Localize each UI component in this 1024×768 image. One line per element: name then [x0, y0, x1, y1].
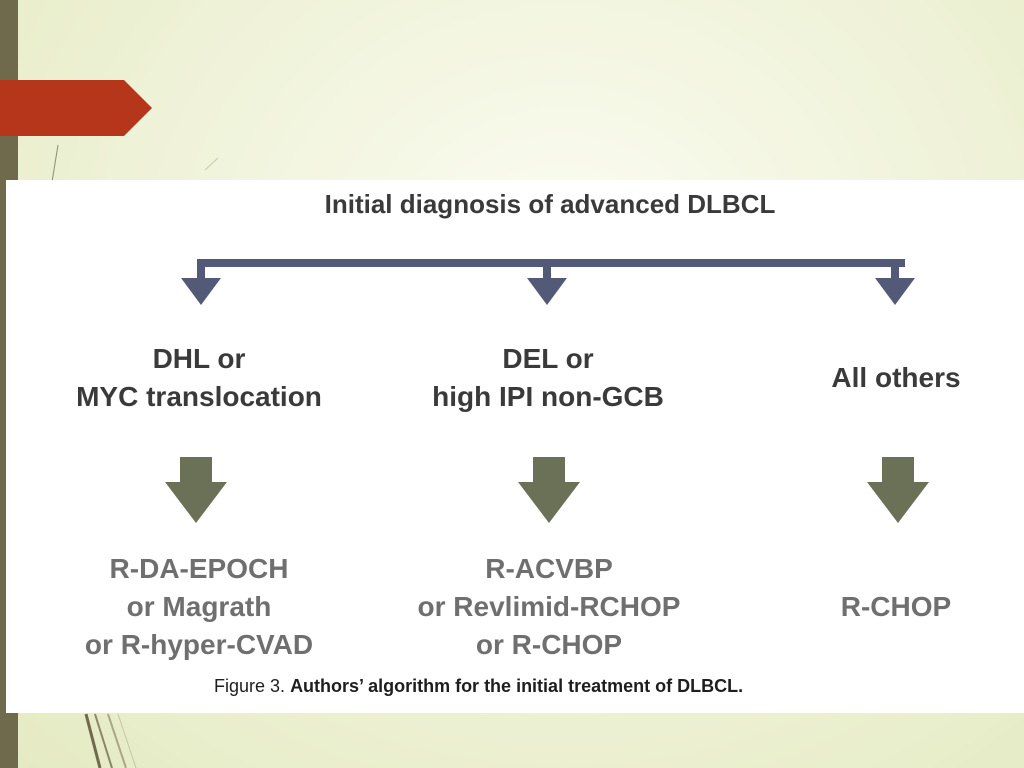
figure-caption: Figure 3. Authors’ algorithm for the ini…	[214, 676, 743, 697]
flowchart-graphics	[165, 259, 929, 523]
treatment-group-left: R-DA-EPOCH or Magrath or R-hyper-CVAD	[63, 550, 335, 664]
connector-stem-left	[197, 259, 205, 283]
category-del-ipi: DEL or high IPI non-GCB	[412, 340, 684, 416]
connector-arrowhead-middle	[527, 278, 567, 305]
treatment-line: or Revlimid-RCHOP	[417, 591, 681, 622]
slide-accent-tab	[0, 80, 152, 136]
treatment-line: R-CHOP	[840, 591, 952, 622]
category-dhl-myc: DHL or MYC translocation	[63, 340, 335, 416]
figure-panel: Initial diagnosis of advanced DLBCL DHL …	[6, 180, 1024, 713]
caption-text: Authors’ algorithm for the initial treat…	[290, 676, 744, 696]
treatment-group-middle: R-ACVBP or Revlimid-RCHOP or R-CHOP	[392, 550, 706, 664]
treatment-line: R-DA-EPOCH	[109, 553, 289, 584]
down-arrow-left	[165, 457, 227, 523]
treatment-line: R-ACVBP	[485, 553, 613, 584]
connector-arrowhead-left	[181, 278, 221, 305]
treatment-group-right: R-CHOP	[786, 588, 1006, 626]
category-line: All others	[831, 362, 961, 393]
caption-label: Figure 3.	[214, 676, 286, 696]
treatment-line: or R-CHOP	[475, 629, 623, 660]
category-line: DHL or	[152, 343, 246, 374]
down-arrow-middle	[518, 457, 580, 523]
figure-title: Initial diagnosis of advanced DLBCL	[324, 189, 776, 219]
treatment-line: or R-hyper-CVAD	[84, 629, 314, 660]
category-all-others: All others	[786, 359, 1006, 397]
category-line: MYC translocation	[76, 381, 322, 412]
connector-arrowhead-right	[875, 278, 915, 305]
down-arrow-right	[867, 457, 929, 523]
treatment-line: or Magrath	[126, 591, 272, 622]
connector-stem-right	[891, 259, 899, 283]
category-line: high IPI non-GCB	[432, 381, 664, 412]
connector-stem-middle	[543, 259, 551, 283]
category-line: DEL or	[502, 343, 594, 374]
